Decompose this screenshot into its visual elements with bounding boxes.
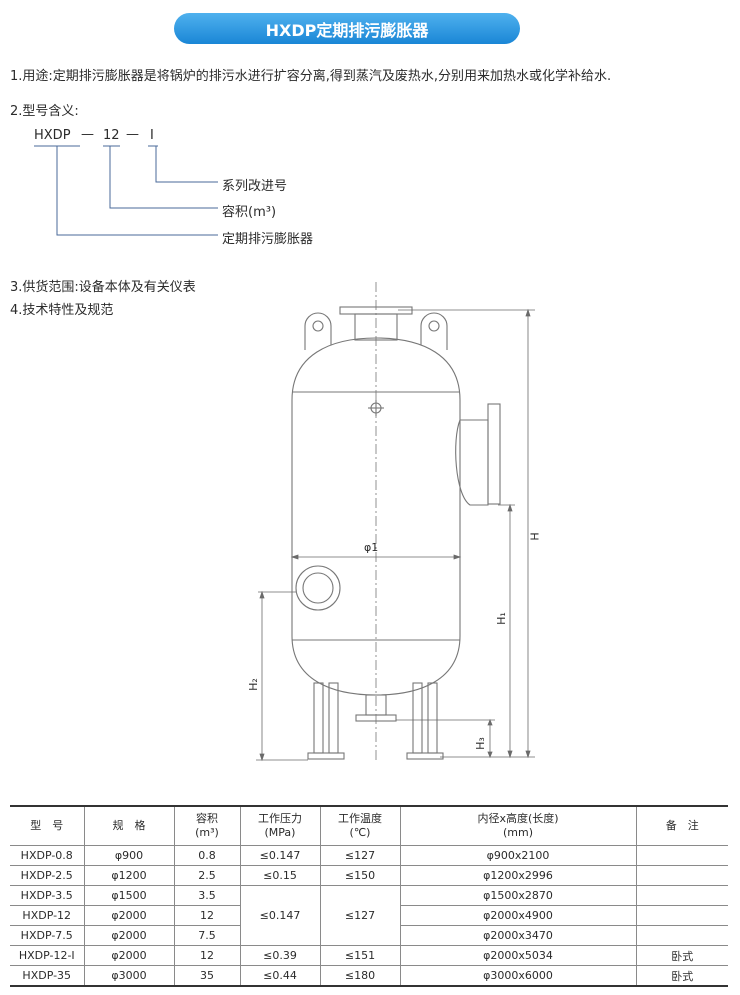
cell-volume: 12: [173, 905, 241, 926]
header-spec: 规 格: [83, 805, 175, 846]
table-header-text: (MPa): [264, 826, 296, 839]
cell-spec: φ2000: [83, 905, 175, 926]
legend-volume: 容积(m³): [222, 205, 277, 220]
cell-dimensions: φ1500x2870: [399, 885, 637, 906]
dim-label-h2: H₂: [246, 678, 260, 691]
dimension-lines: [256, 308, 535, 762]
legend-product-name: 定期排污膨胀器: [222, 232, 314, 247]
cell-dimensions: φ900x2100: [399, 845, 637, 866]
model-code-dash-1: —: [81, 127, 94, 142]
cell-pressure: ≤0.147: [239, 885, 321, 946]
table-header-text: 型 号: [30, 819, 64, 832]
cell-spec: φ1500: [83, 885, 175, 906]
cell-dimensions: φ2000x3470: [399, 925, 637, 946]
cell-model: HXDP-12-I: [10, 945, 85, 966]
cell-dimensions: φ1200x2996: [399, 865, 637, 886]
section-usage: 1.用途:定期排污膨胀器是将锅炉的排污水进行扩容分离,得到蒸汽及废热水,分别用来…: [10, 69, 612, 84]
table-header-text: 内径x高度(长度): [477, 812, 559, 825]
cell-pressure: ≤0.44: [239, 965, 321, 987]
table-header-text: 工作压力: [258, 812, 302, 825]
cell-volume: 12: [173, 945, 241, 966]
page-title: HXDP定期排污膨胀器: [174, 13, 520, 44]
section-model-meaning: 2.型号含义:: [10, 104, 79, 119]
table-header-text: 工作温度: [338, 812, 382, 825]
cell-model: HXDP-3.5: [10, 885, 85, 906]
cell-volume: 3.5: [173, 885, 241, 906]
cell-spec: φ3000: [83, 965, 175, 987]
cell-remark: 卧式: [635, 945, 728, 966]
table-header-text: (mm): [502, 826, 533, 839]
cell-remark: [635, 845, 728, 866]
cell-temperature: ≤127: [319, 845, 401, 866]
cell-remark: [635, 865, 728, 886]
vessel-outline: [291, 306, 501, 760]
cell-pressure: ≤0.147: [239, 845, 321, 866]
model-code-prefix: HXDP: [34, 128, 71, 143]
cell-pressure: ≤0.39: [239, 945, 321, 966]
cell-temperature: ≤127: [319, 885, 401, 946]
table-header-text: (℃): [349, 826, 371, 839]
table-header-text: 规 格: [112, 819, 146, 832]
table-header-text: (m³): [195, 826, 219, 839]
dim-label-h: H: [528, 532, 542, 541]
cell-remark: [635, 905, 728, 926]
model-code-number: 12: [103, 128, 120, 143]
cell-dimensions: φ3000x6000: [399, 965, 637, 987]
model-code-suffix: I: [150, 128, 154, 143]
cell-model: HXDP-7.5: [10, 925, 85, 946]
cell-spec: φ2000: [83, 925, 175, 946]
cell-pressure: ≤0.15: [239, 865, 321, 886]
cell-remark: 卧式: [635, 965, 728, 987]
cell-spec: φ1200: [83, 865, 175, 886]
leader-product: [56, 146, 218, 236]
cell-model: HXDP-12: [10, 905, 85, 926]
header-temperature: 工作温度(℃): [319, 805, 401, 846]
dim-label-h1: H₁: [494, 612, 508, 625]
legend-series: 系列改进号: [222, 179, 288, 194]
leader-volume: [109, 146, 218, 209]
cell-volume: 0.8: [173, 845, 241, 866]
cell-temperature: ≤151: [319, 945, 401, 966]
dim-label-h3: H₃: [473, 737, 487, 750]
section-supply-scope: 3.供货范围:设备本体及有关仪表: [10, 280, 196, 295]
dim-label-phi1: φ1: [364, 541, 379, 554]
section-specs: 4.技术特性及规范: [10, 303, 114, 318]
cell-temperature: ≤150: [319, 865, 401, 886]
header-pressure: 工作压力(MPa): [239, 805, 321, 846]
spec-table: 型 号 规 格 容积(m³) 工作压力(MPa) 工作温度(℃) 内径x高度(长…: [10, 805, 728, 987]
table-header-row: 型 号 规 格 容积(m³) 工作压力(MPa) 工作温度(℃) 内径x高度(长…: [10, 805, 728, 846]
cell-volume: 35: [173, 965, 241, 987]
cell-model: HXDP-2.5: [10, 865, 85, 886]
cell-dimensions: φ2000x5034: [399, 945, 637, 966]
cell-volume: 2.5: [173, 865, 241, 886]
table-header-text: 容积: [196, 812, 218, 825]
header-volume: 容积(m³): [173, 805, 241, 846]
cell-spec: φ2000: [83, 945, 175, 966]
table-header-text: 备 注: [665, 819, 699, 832]
cell-model: HXDP-35: [10, 965, 85, 987]
expander-drawing: [34, 145, 535, 762]
cell-dimensions: φ2000x4900: [399, 905, 637, 926]
cell-volume: 7.5: [173, 925, 241, 946]
cell-remark: [635, 885, 728, 906]
header-remark: 备 注: [635, 805, 728, 846]
cell-model: HXDP-0.8: [10, 845, 85, 866]
cell-spec: φ900: [83, 845, 175, 866]
cell-temperature: ≤180: [319, 965, 401, 987]
header-dimensions: 内径x高度(长度)(mm): [399, 805, 637, 846]
cell-remark: [635, 925, 728, 946]
model-code-dash-2: —: [126, 127, 139, 142]
leader-series: [155, 146, 218, 183]
header-model: 型 号: [10, 805, 85, 846]
